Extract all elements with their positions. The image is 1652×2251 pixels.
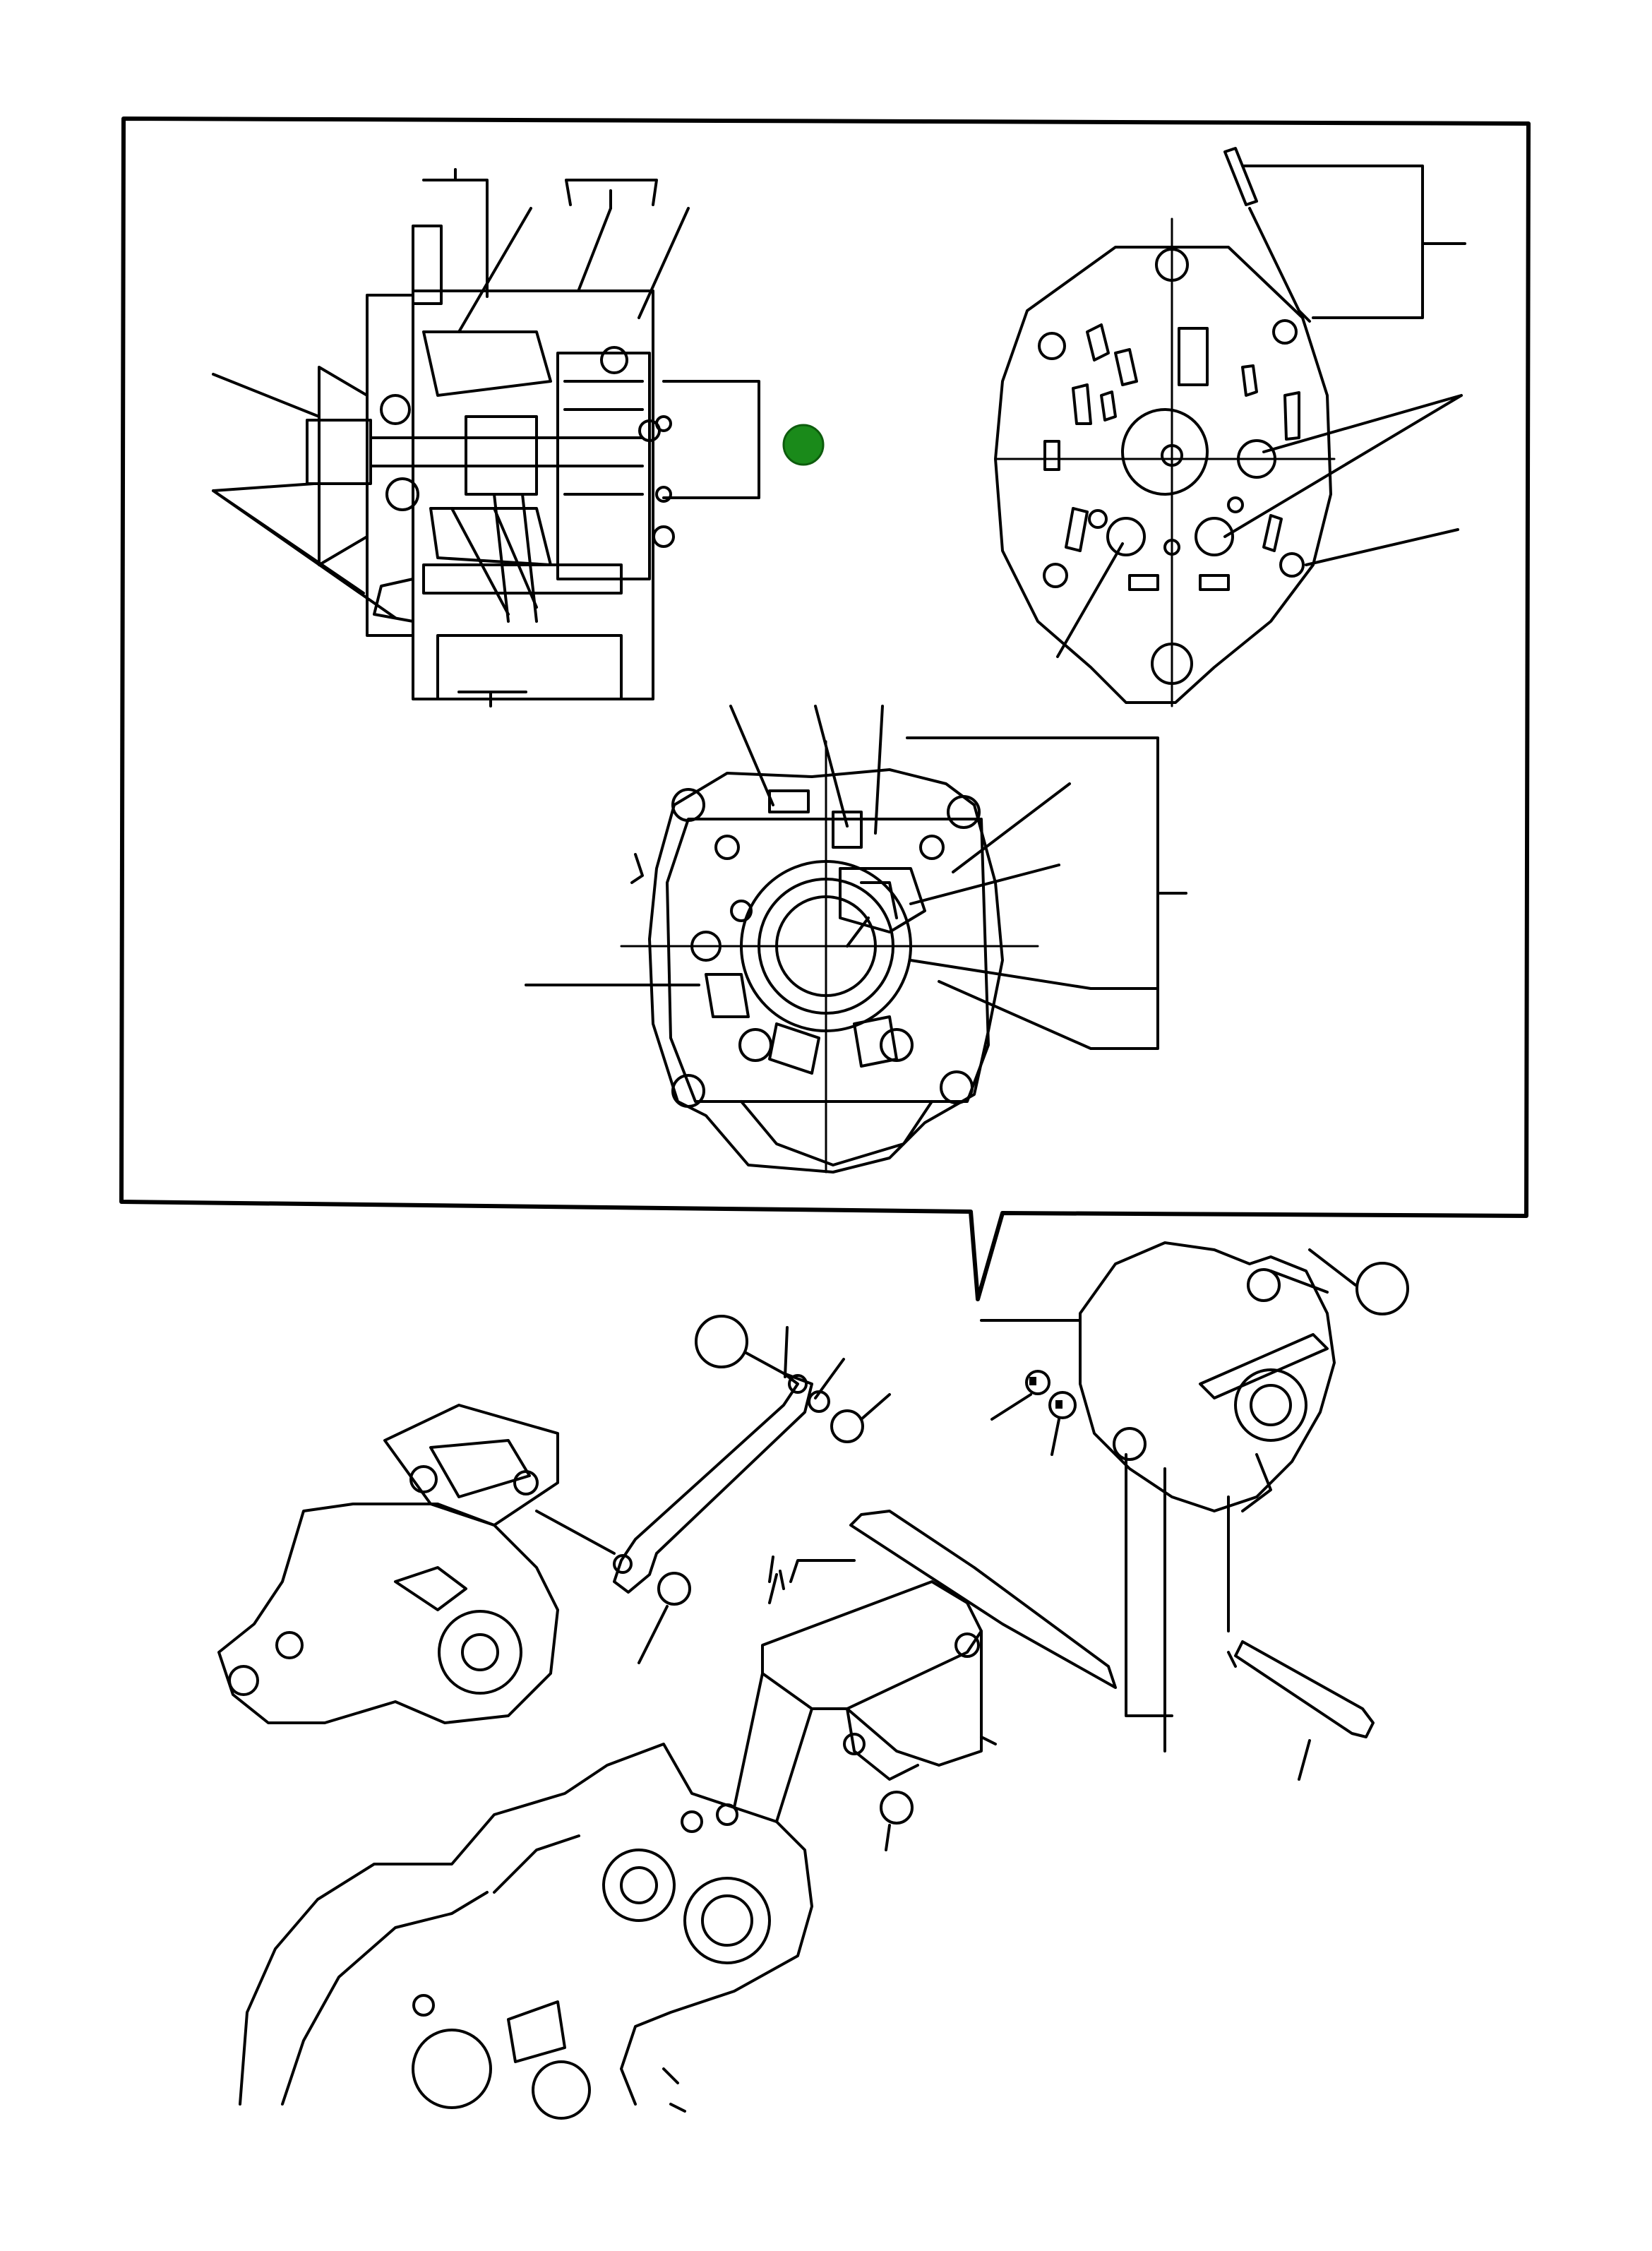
water-pump	[217, 1404, 616, 1724]
marker-badge[interactable]	[782, 424, 825, 466]
alternator-section-view	[212, 168, 760, 707]
alternator-rear-view	[994, 147, 1466, 707]
bracket-adjusting	[613, 1326, 891, 1664]
alternator-assembly	[980, 1241, 1375, 1781]
timing-gear-case	[239, 1743, 813, 2120]
bracket-callout-a	[695, 1315, 785, 1375]
detail-frame	[119, 117, 1531, 1301]
alternator-callout-a	[1308, 1248, 1409, 1315]
alternator-front-view	[525, 705, 1187, 1174]
bracket-mounting	[733, 1510, 1117, 1851]
